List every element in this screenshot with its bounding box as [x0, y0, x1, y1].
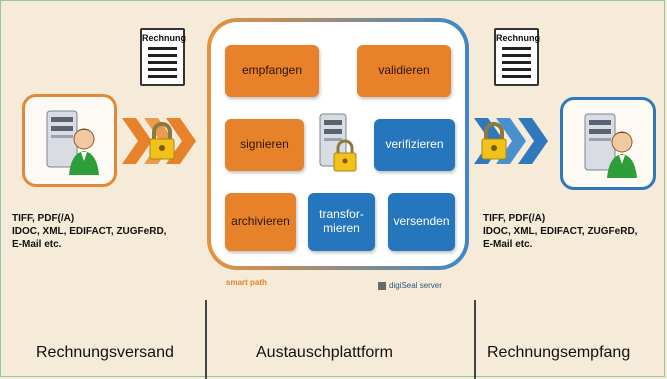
server-user-icon: [46, 110, 99, 175]
transform-step-button[interactable]: transfor- mieren: [308, 193, 375, 251]
sender-footer-label: Rechnungsversand: [36, 344, 174, 361]
receiver-system-box: [560, 97, 656, 190]
archive-step-button[interactable]: archivieren: [225, 193, 296, 251]
column-divider: [205, 300, 207, 379]
send-step-button[interactable]: versenden: [388, 193, 455, 251]
receive-step-button[interactable]: empfangen: [225, 45, 319, 97]
sign-step-button[interactable]: signieren: [225, 119, 304, 171]
platform-footer-label: Austauschplattform: [256, 344, 393, 361]
smart-path-logo: smart path: [226, 278, 267, 287]
verify-step-button[interactable]: verifizieren: [374, 119, 455, 171]
digiseal-logo-text: digiSeal server: [389, 281, 442, 290]
format-line: IDOC, XML, EDIFACT, ZUGFeRD,: [12, 226, 167, 237]
smart-path-logo-text: smart path: [226, 278, 267, 287]
validate-step-button[interactable]: validieren: [357, 45, 451, 97]
receiver-footer-label: Rechnungsempfang: [487, 344, 631, 361]
invoice-document-icon: Rechnung: [140, 28, 186, 86]
invoice-document-icon: Rechnung: [494, 28, 540, 86]
sender-system-box: [22, 94, 117, 187]
document-title: Rechnung: [496, 33, 540, 43]
format-line: E-Mail etc.: [483, 239, 533, 250]
receiver-formats: TIFF, PDF(/A) IDOC, XML, EDIFACT, ZUGFeR…: [483, 212, 637, 251]
format-line: TIFF, PDF(/A): [12, 213, 75, 224]
format-line: IDOC, XML, EDIFACT, ZUGFeRD,: [483, 226, 638, 237]
digiseal-logo-icon: [378, 281, 386, 290]
secure-delivery-arrows-icon: [474, 118, 548, 164]
server-user-icon: [584, 113, 637, 178]
sender-formats: TIFF, PDF(/A) IDOC, XML, EDIFACT, ZUGFeR…: [12, 212, 166, 251]
format-line: TIFF, PDF(/A): [483, 213, 546, 224]
central-server-lock-icon: [319, 113, 357, 172]
column-divider: [474, 300, 476, 379]
secure-transfer-arrows-icon: [122, 118, 196, 164]
document-title: Rechnung: [142, 33, 186, 43]
format-line: E-Mail etc.: [12, 239, 62, 250]
digiseal-logo: digiSeal server: [378, 281, 442, 290]
